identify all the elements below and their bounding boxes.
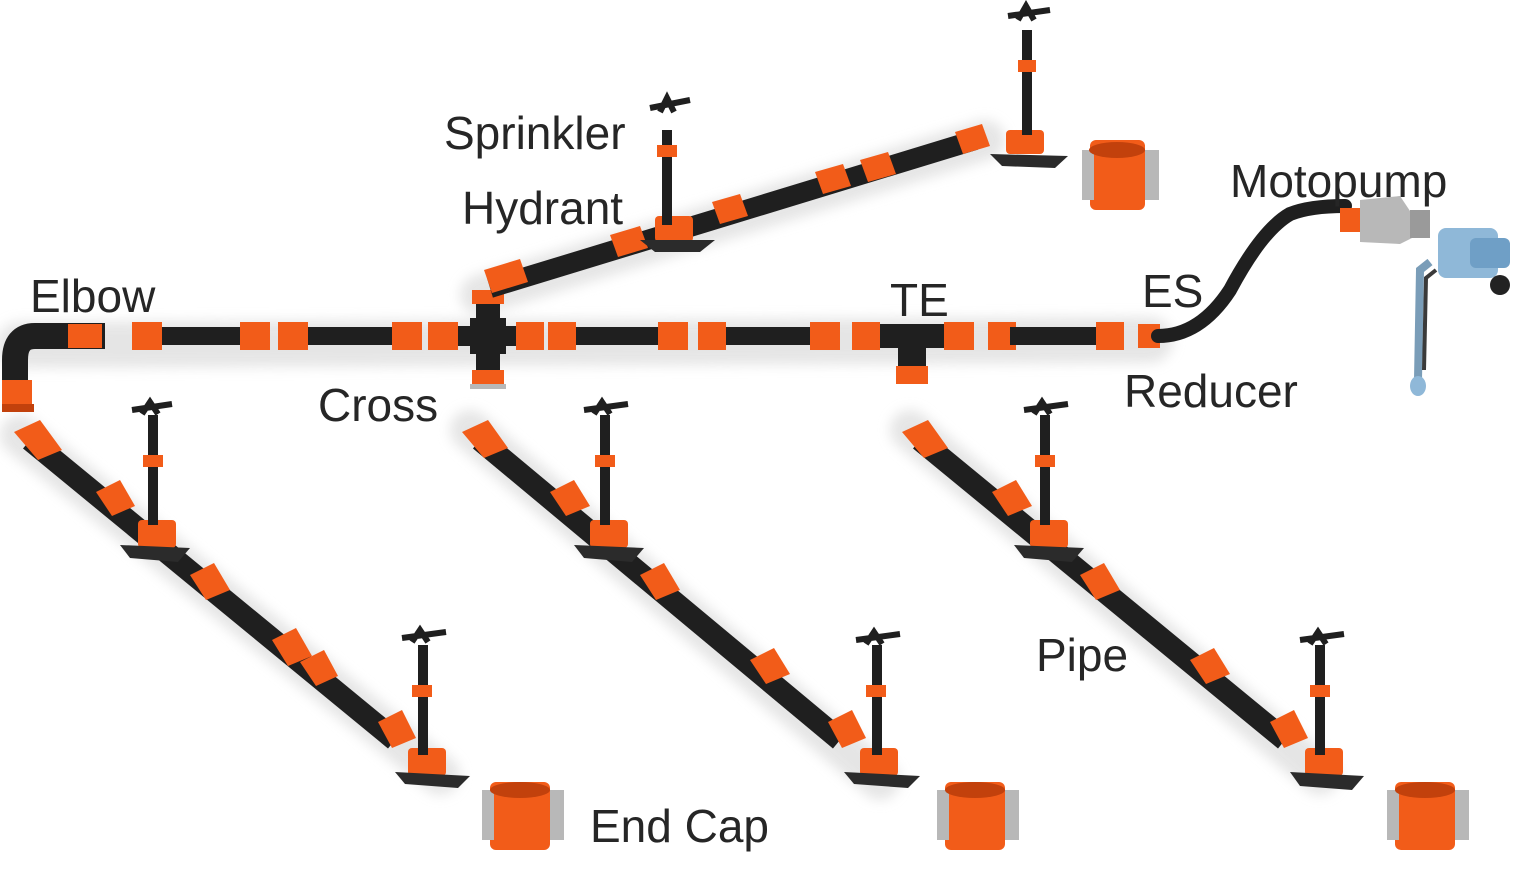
flexible-hose <box>1151 199 1352 343</box>
end-cap-upper <box>1082 140 1159 210</box>
sprinkler-head <box>649 91 691 114</box>
end-cap-3 <box>1387 782 1469 850</box>
lower-lateral-1 <box>14 396 564 850</box>
label-reducer: Reducer <box>1124 365 1298 417</box>
label-hydrant: Hydrant <box>462 182 624 234</box>
label-motopump: Motopump <box>1230 155 1448 207</box>
end-cap-2 <box>937 782 1019 850</box>
cross-fitting <box>458 290 520 389</box>
label-te: TE <box>890 274 949 326</box>
label-end-cap: End Cap <box>590 800 770 852</box>
hydrant-base <box>655 216 693 242</box>
pipe-segment <box>705 327 825 345</box>
pipe-segment <box>150 327 260 345</box>
pipe-segment <box>290 327 410 345</box>
label-elbow: Elbow <box>30 270 156 322</box>
upper-lateral <box>484 0 1159 298</box>
sprinkler-riser <box>662 130 672 225</box>
pipe-segment <box>560 327 670 345</box>
elbow-collar-right <box>68 324 102 348</box>
end-cap-1 <box>482 782 564 850</box>
label-pipe: Pipe <box>1036 629 1129 681</box>
lower-lateral-2 <box>462 396 1019 850</box>
label-sprinkler: Sprinkler <box>444 107 626 159</box>
motopump-unit <box>1360 196 1510 396</box>
main-line <box>2 199 1362 412</box>
label-es: ES <box>1142 265 1204 317</box>
lower-lateral-3 <box>902 396 1469 850</box>
elbow-fitting <box>2 323 105 400</box>
label-cross: Cross <box>318 379 439 431</box>
pipe-segment <box>1010 327 1110 345</box>
te-fitting <box>880 322 974 384</box>
